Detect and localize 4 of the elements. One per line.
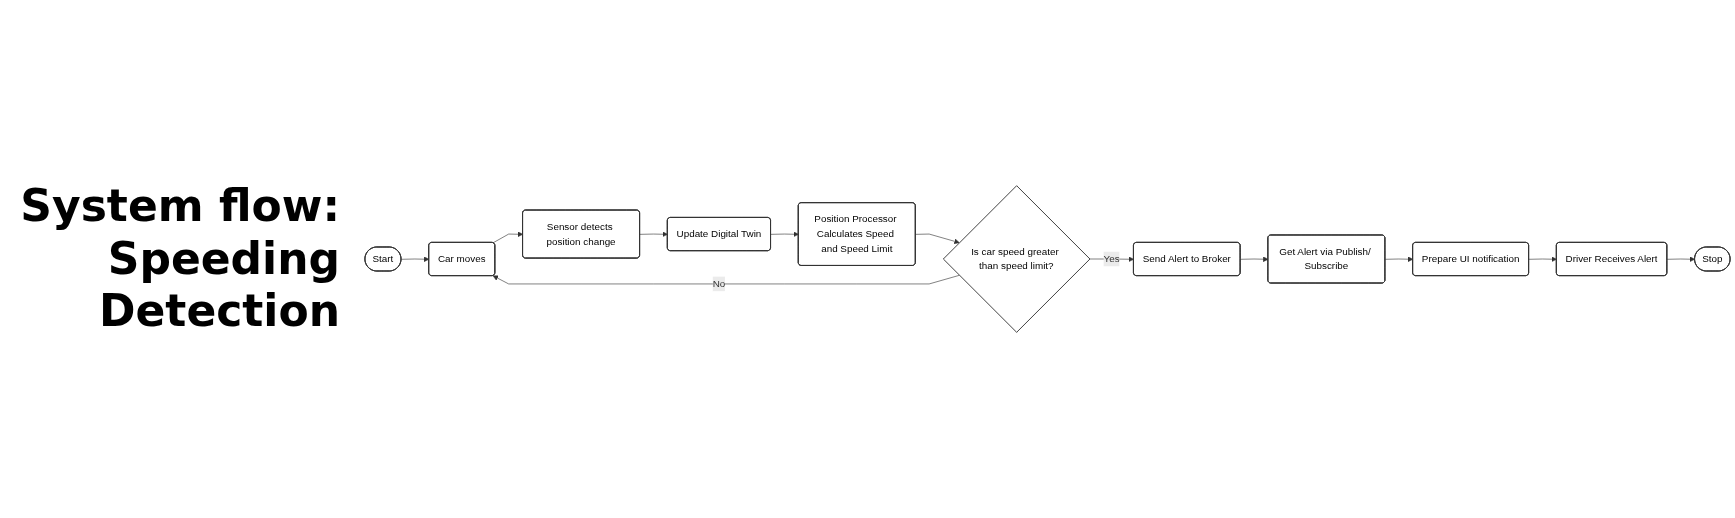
title: System flow: Speeding Detection xyxy=(19,179,341,339)
node-diamond: Is car speed greater than speed limit? xyxy=(942,185,1091,333)
edge-label: Yes xyxy=(1103,253,1120,264)
edge-label: No xyxy=(712,278,726,289)
